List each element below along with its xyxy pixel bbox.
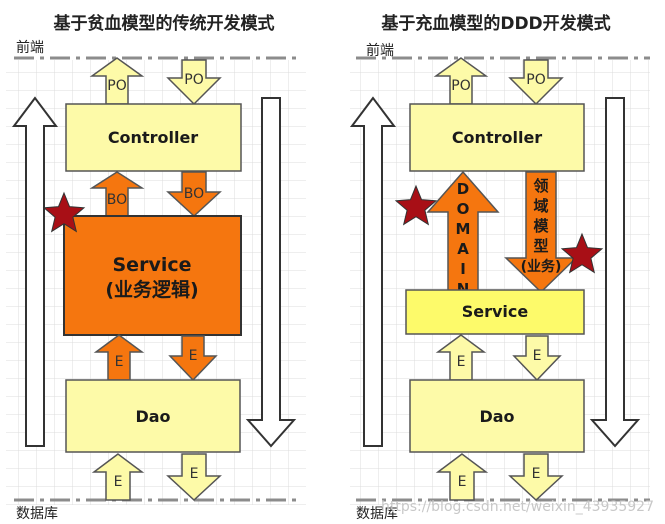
domain-model-char: 域: [533, 197, 548, 215]
domain-letter: O: [457, 200, 470, 218]
left-e-bottom-up-arrow: [91, 453, 145, 501]
right-database-label: 数据库: [356, 506, 398, 522]
domain-letter: D: [457, 180, 469, 198]
left-po-down-label: PO: [184, 72, 203, 88]
right-controller-label: Controller: [452, 128, 542, 147]
right-e-down-arrow: [512, 335, 562, 382]
left-bo-down-arrow: [166, 171, 222, 218]
right-service-label: Service: [462, 302, 529, 321]
left-dao-label: Dao: [135, 407, 170, 426]
domain-letter: I: [460, 260, 466, 278]
right-po-down-label: PO: [526, 72, 545, 88]
left-star-icon: [42, 191, 86, 233]
left-e-down-arrow: [168, 335, 218, 382]
right-frontend-label: 前端: [366, 42, 394, 59]
left-po-down-arrow: [166, 59, 222, 106]
right-service-box: [405, 289, 585, 335]
right-e-bottom-up-arrow: [435, 453, 489, 501]
right-star-left-icon: [394, 184, 438, 226]
left-title: 基于贫血模型的传统开发模式: [53, 13, 275, 34]
left-e-bottom-down-label: E: [190, 466, 199, 482]
left-e-bottom-up-label: E: [114, 474, 123, 490]
right-big-up-arrow: [350, 96, 396, 447]
domain-model-char: 型: [533, 237, 548, 255]
right-star-right-icon: [560, 232, 604, 274]
left-frontend-label: 前端: [16, 39, 44, 56]
left-controller-box: [65, 103, 242, 172]
domain-model-char: 领: [532, 177, 548, 195]
right-po-down-arrow: [508, 59, 564, 106]
right-po-up-label: PO: [451, 78, 470, 94]
right-big-down-arrow: [589, 97, 641, 448]
left-service-box: [63, 215, 242, 336]
domain-model-char: (业务): [521, 258, 562, 275]
left-big-up-arrow: [12, 96, 58, 447]
right-title: 基于充血模型的DDD开发模式: [380, 13, 610, 34]
right-e-up-label: E: [457, 354, 466, 370]
left-service-label: Service: [113, 254, 192, 276]
left-controller-label: Controller: [108, 128, 198, 147]
domain-model-char: 模: [533, 217, 549, 235]
right-dao-box: [409, 379, 585, 453]
left-big-down-arrow: [245, 97, 297, 448]
left-bo-down-label: BO: [184, 186, 204, 202]
left-database-label: 数据库: [16, 506, 58, 522]
right-e-bottom-down-label: E: [532, 466, 541, 482]
right-e-down-label: E: [533, 348, 542, 364]
left-service-sublabel: (业务逻辑): [105, 278, 198, 301]
domain-letter: M: [456, 220, 471, 238]
domain-letter: A: [457, 240, 469, 258]
right-controller-box: [409, 103, 585, 172]
right-domain-model-text: 领 域 模 型 (业务): [521, 177, 562, 275]
left-e-down-label: E: [189, 348, 198, 364]
left-bo-up-label: BO: [107, 192, 127, 208]
left-e-bottom-down-arrow: [166, 453, 222, 502]
left-po-up-label: PO: [107, 78, 126, 94]
watermark-text: https://blog.csdn.net/weixin_43935927: [381, 499, 654, 515]
left-e-up-label: E: [115, 354, 124, 370]
right-domain-model-down-arrow: [504, 171, 578, 294]
right-e-bottom-down-arrow: [508, 453, 564, 502]
left-dao-box: [65, 379, 241, 453]
right-e-bottom-up-label: E: [458, 474, 467, 490]
right-dao-label: Dao: [479, 407, 514, 426]
